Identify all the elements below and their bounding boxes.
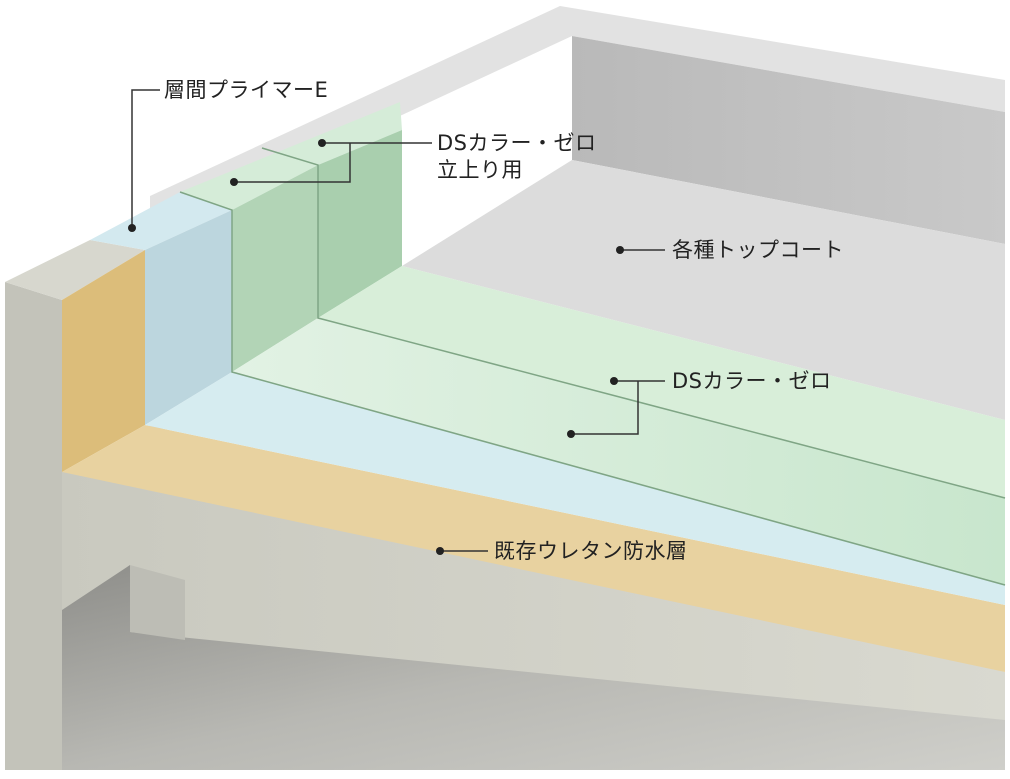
label-ds-color-zero-upstand-line2: 立上り用	[437, 158, 523, 182]
concrete-top-edge	[5, 240, 145, 300]
leader-line-primer	[131, 89, 160, 228]
leader-dot-ds-upstand-a	[318, 139, 326, 147]
leader-line-ds-upstand-b	[234, 143, 351, 183]
leader-dot-primer	[128, 224, 136, 232]
existing-urethane-upstand	[62, 250, 145, 472]
primer-top	[90, 192, 232, 250]
leader-dot-ds-upstand-b	[230, 178, 238, 186]
concrete-void	[62, 565, 1005, 770]
concrete-left-face	[5, 282, 62, 770]
leader-dot-ds-floor-b	[567, 430, 575, 438]
leader-line-ds-floor-b	[571, 381, 639, 435]
primer-layer-edge-line	[179, 191, 1006, 586]
back-parapet-inner-wall	[572, 36, 1005, 244]
ds-upstand-inner	[318, 130, 402, 318]
ds-floor	[232, 318, 1005, 585]
ds-layer-edge-line	[261, 147, 1006, 499]
ds-floor-inner	[318, 266, 1005, 498]
top-coat-floor	[402, 160, 1005, 420]
label-ds-color-zero: DSカラー・ゼロ	[672, 369, 832, 393]
leader-dot-ds-floor-a	[610, 377, 618, 385]
label-interlayer-primer: 層間プライマーE	[164, 78, 329, 102]
concrete-beam-side	[130, 565, 185, 640]
label-ds-color-zero-upstand-line1: DSカラー・ゼロ	[437, 131, 597, 155]
label-top-coat: 各種トップコート	[672, 238, 844, 262]
leader-dot-top-coat	[616, 246, 624, 254]
existing-urethane-floor	[62, 425, 1005, 672]
label-existing-urethane: 既存ウレタン防水層	[494, 539, 688, 563]
primer-floor	[145, 372, 1005, 605]
leader-dot-existing	[436, 547, 444, 555]
back-parapet-top	[150, 6, 1005, 232]
ds-upstand-face	[232, 165, 318, 372]
primer-upstand	[145, 210, 232, 425]
